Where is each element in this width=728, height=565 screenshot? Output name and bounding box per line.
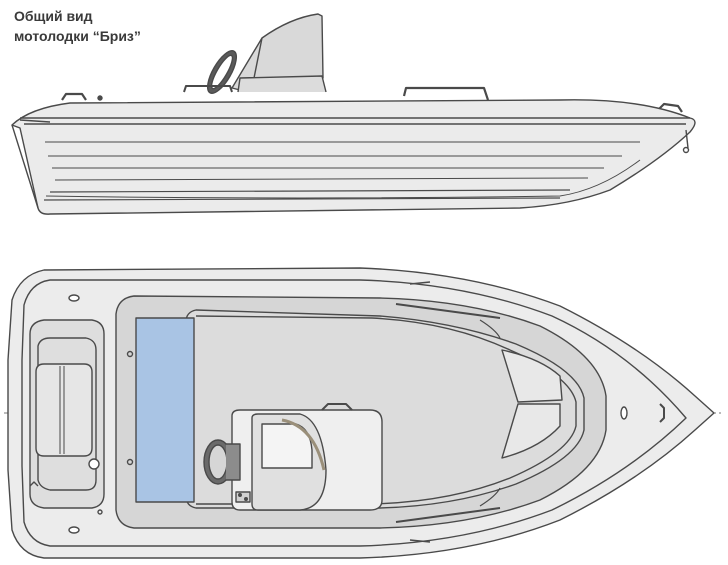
caption: Общий вид мотолодки “Бриз” (14, 6, 254, 46)
bow-locker (501, 349, 563, 403)
aft-bench-seat (135, 317, 195, 503)
console-side (237, 75, 327, 93)
railing-starboard (395, 507, 501, 523)
hull-side (11, 99, 696, 215)
bow-fitting (620, 406, 628, 420)
cleat-bow (657, 102, 683, 113)
top-view (4, 267, 724, 559)
bow-railing-side (402, 86, 490, 101)
side-view (11, 13, 696, 215)
cleat-aft (61, 92, 87, 101)
cleat-top-port (68, 294, 80, 302)
caption-line-2: мотолодки “Бриз” (14, 28, 141, 44)
bow-cleat-top (659, 403, 665, 423)
caption-line-1: Общий вид (14, 8, 93, 24)
railing-port (395, 303, 501, 319)
